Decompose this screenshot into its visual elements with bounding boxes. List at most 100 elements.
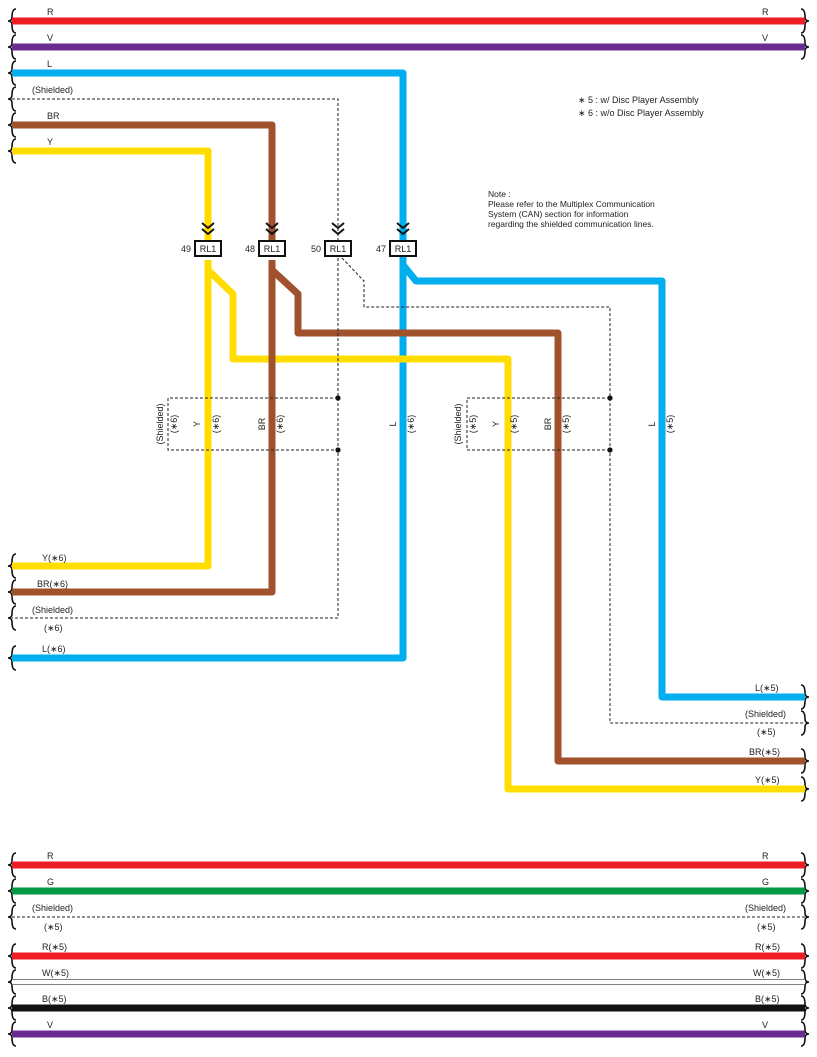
connector-arrow: [265, 222, 279, 230]
wire-br6-label: BR(∗6): [37, 579, 68, 589]
wire-l5-label: L(∗5): [755, 683, 779, 693]
connector-arrow: [201, 222, 215, 230]
shield-box-6: [167, 397, 338, 451]
connector-box: [194, 240, 222, 257]
wire-v-top-label-left: V: [47, 33, 53, 43]
shield-6-run: [12, 258, 339, 619]
continuation-brace: [7, 8, 17, 34]
shield-bottom-label-right: (Shielded): [745, 903, 786, 913]
continuation-brace: [7, 852, 17, 878]
group6-shielded-label: (Shielded): [155, 403, 165, 444]
continuation-brace: [7, 943, 17, 969]
continuation-brace: [800, 969, 810, 995]
wire-b5-label-left: B(∗5): [42, 994, 67, 1004]
group5-y-s5-label: (∗5): [509, 415, 519, 434]
connector-name: RL1: [200, 244, 217, 254]
wire-r-bottom-label-right: R: [762, 851, 769, 861]
wire-l-main: [12, 69, 407, 662]
wire-y5-run: [205, 267, 805, 793]
group6-br-label: BR: [257, 417, 267, 430]
wire-r5-label-right: R(∗5): [755, 942, 780, 952]
continuation-brace: [800, 852, 810, 878]
continuation-brace: [800, 943, 810, 969]
connector-arrow: [201, 228, 215, 236]
shield-5-note: (∗5): [757, 727, 776, 737]
connector-box: [258, 240, 286, 257]
group6-y-label: Y: [192, 421, 202, 427]
group5-shielded-label: (Shielded): [453, 403, 463, 444]
continuation-brace: [7, 86, 17, 112]
wire-v-bottom-label-right: V: [762, 1020, 768, 1030]
continuation-brace: [7, 579, 17, 605]
continuation-brace: [800, 995, 810, 1021]
connector-name: RL1: [330, 244, 347, 254]
continuation-brace: [800, 1021, 810, 1047]
continuation-brace: [7, 969, 17, 995]
continuation-brace: [7, 138, 17, 164]
note-line-1: Please refer to the Multiplex Communicat…: [488, 199, 655, 209]
wire-w5-label-right: W(∗5): [753, 968, 780, 978]
wire-l6-label: L(∗6): [42, 644, 66, 654]
wire-v-top-label-right: V: [762, 33, 768, 43]
connector-box: [389, 240, 417, 257]
connector-pin: 50: [311, 244, 321, 254]
wire-br-top: [12, 121, 276, 240]
shield-bottom-label-left: (Shielded): [32, 903, 73, 913]
shield-bottom-note-left: (∗5): [44, 922, 63, 932]
connector-pin: 48: [245, 244, 255, 254]
shield-6-label: (Shielded): [32, 605, 73, 615]
note-line-3: regarding the shielded communication lin…: [488, 219, 654, 229]
group5-l-label: L: [647, 421, 657, 426]
wire-b5-label-right: B(∗5): [755, 994, 780, 1004]
wire-l-top-label: L: [47, 59, 52, 69]
connector-box: [324, 240, 352, 257]
shield-dot: [607, 395, 613, 401]
wire-br6-run: [12, 260, 276, 596]
wire-l5-run: [400, 262, 805, 701]
wire-r-bottom-label-left: R: [47, 851, 54, 861]
shield-5-run: [341, 257, 805, 724]
shield-6-note: (∗6): [44, 623, 63, 633]
continuation-brace: [7, 34, 17, 60]
continuation-brace: [7, 1021, 17, 1047]
continuation-brace: [800, 34, 810, 60]
continuation-brace: [800, 710, 810, 736]
group5-br-s5-label: (∗5): [561, 415, 571, 434]
connector-arrow: [396, 228, 410, 236]
group6-l-label: L: [388, 421, 398, 426]
connector-pin: 47: [376, 244, 386, 254]
continuation-brace: [800, 748, 810, 774]
shield-box-5: [466, 397, 610, 451]
continuation-brace: [7, 904, 17, 930]
shield-bottom-note-right: (∗5): [757, 922, 776, 932]
continuation-braces: [7, 8, 810, 1047]
wire-br5-label: BR(∗5): [749, 747, 780, 757]
continuation-brace: [7, 605, 17, 631]
wire-r5-label-left: R(∗5): [42, 942, 67, 952]
continuation-brace: [7, 553, 17, 579]
wire-g-bottom-label-left: G: [47, 877, 54, 887]
continuation-brace: [7, 995, 17, 1021]
wire-r-top-label-left: R: [47, 7, 54, 17]
shield-dot: [335, 395, 341, 401]
group5-l-s5-label: (∗5): [665, 415, 675, 434]
shield-top: [12, 98, 339, 240]
wire-y5-label: Y(∗5): [755, 775, 780, 785]
wire-y-top: [12, 147, 212, 240]
wire-r-top-label-right: R: [762, 7, 769, 17]
legend-line-2: ∗ 6 : w/o Disc Player Assembly: [578, 108, 704, 118]
continuation-brace: [800, 684, 810, 710]
wire-g-bottom-label-right: G: [762, 877, 769, 887]
group6-br-s6-label: (∗6): [275, 415, 285, 434]
connector-arrow: [331, 228, 345, 236]
group6-l-s6-label: (∗6): [406, 415, 416, 434]
wire-y6-run: [12, 260, 212, 570]
connector-name: RL1: [395, 244, 412, 254]
group6-y-s6-label: (∗6): [211, 415, 221, 434]
continuation-brace: [800, 776, 810, 802]
note-title: Note :: [488, 189, 511, 199]
shield-dot: [335, 447, 341, 453]
connector-name: RL1: [264, 244, 281, 254]
